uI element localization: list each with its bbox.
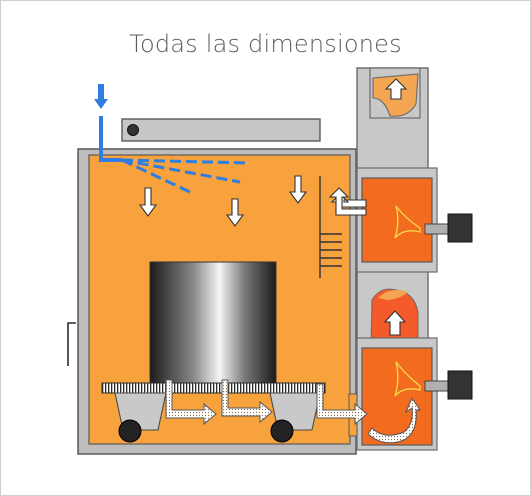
down-arrow-icon — [225, 198, 245, 227]
flow-arrow-icon — [316, 383, 368, 426]
knob-icon — [447, 213, 473, 243]
bottom-flow-arrows — [165, 379, 421, 444]
rack — [101, 382, 326, 394]
air-spray-lines — [121, 158, 251, 195]
flow-arrow-icon — [221, 379, 273, 424]
flow-arrow-icon — [165, 379, 217, 426]
down-arrow-icon — [288, 175, 308, 204]
drum — [149, 261, 277, 387]
up-arrow-icon — [383, 310, 407, 336]
upper-burner-connector — [424, 223, 452, 235]
right-caster — [269, 392, 321, 443]
door-handle — [67, 322, 76, 366]
diagram-title: Todas las dimensiones — [129, 30, 402, 58]
flue-flame-middle-glow — [378, 290, 408, 300]
flow-arrow-icon — [328, 187, 367, 216]
wheel-icon — [118, 419, 142, 443]
flame-icon — [394, 361, 421, 397]
flow-arrow-icon — [367, 396, 421, 444]
upper-burner — [361, 177, 433, 263]
knob-icon — [447, 370, 473, 400]
air-inlet-arrow-icon — [94, 84, 108, 109]
vent-louvers — [319, 176, 342, 278]
top-lid — [121, 118, 321, 142]
up-arrow-icon — [384, 78, 408, 100]
lower-burner-connector — [424, 380, 452, 392]
left-caster — [114, 392, 167, 443]
wheel-icon — [270, 419, 294, 443]
down-arrow-icon — [138, 187, 158, 217]
flame-icon — [394, 205, 421, 239]
lid-hinge-icon — [127, 124, 139, 136]
air-inlet-line — [99, 116, 122, 162]
